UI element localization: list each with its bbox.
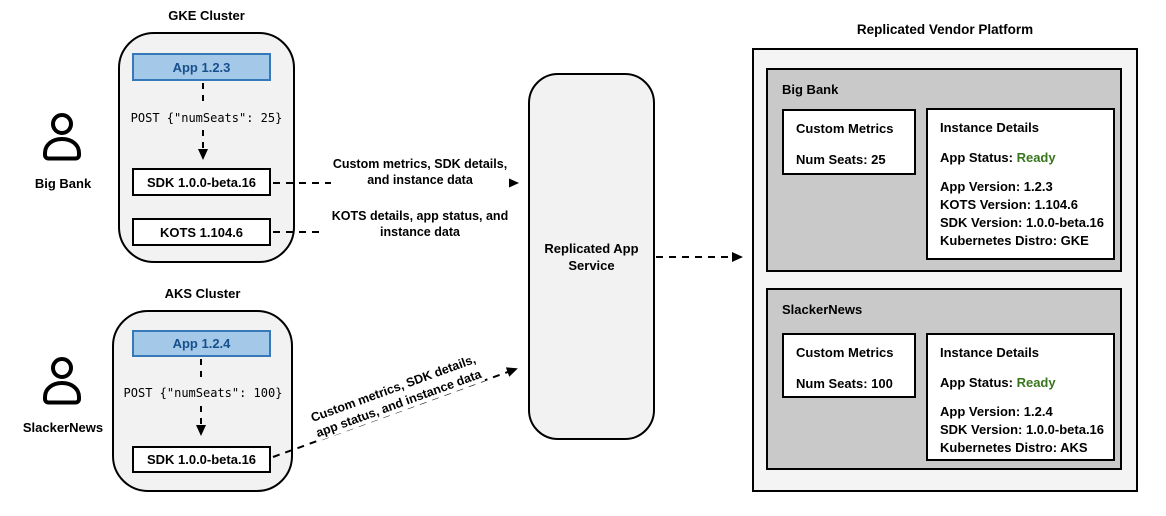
- custom-metrics-title: Custom Metrics: [796, 345, 894, 360]
- aks-cluster-title: AKS Cluster: [164, 286, 241, 301]
- app-status-label: App Status:: [940, 150, 1013, 165]
- customer-panel-slackernews: SlackerNews Custom Metrics Num Seats: 10…: [766, 288, 1122, 470]
- aks-app-box: App 1.2.4: [132, 330, 271, 357]
- big-bank-user-label: Big Bank: [34, 176, 92, 191]
- gke-post-text: POST {"numSeats": 25}: [130, 111, 283, 125]
- gke-app-box: App 1.2.3: [132, 53, 271, 81]
- instance-details-box: Instance Details App Status: Ready App V…: [926, 333, 1115, 461]
- detail-line: SDK Version: 1.0.0-beta.16: [940, 422, 1105, 437]
- detail-line: SDK Version: 1.0.0-beta.16: [940, 215, 1105, 230]
- app-status-value: Ready: [1016, 150, 1056, 165]
- detail-line: KOTS Version: 1.104.6: [940, 197, 1079, 212]
- num-seats-value: Num Seats: 25: [796, 152, 886, 167]
- custom-metrics-title: Custom Metrics: [796, 121, 894, 136]
- detail-line: Kubernetes Distro: GKE: [940, 233, 1089, 248]
- gke-kots-flow-label: KOTS details, app status, and instance d…: [320, 208, 520, 240]
- slackernews-person-icon: [39, 356, 85, 412]
- aks-post-text: POST {"numSeats": 100}: [123, 386, 283, 400]
- gke-cluster-title: GKE Cluster: [168, 8, 245, 23]
- instance-details-lines: App Version: 1.2.3 KOTS Version: 1.104.6…: [940, 178, 1113, 250]
- aks-sdk-flow-label: Custom metrics, SDK details, app status,…: [306, 350, 486, 442]
- instance-details-title: Instance Details: [940, 345, 1039, 360]
- gke-sdk-box: SDK 1.0.0-beta.16: [132, 168, 271, 196]
- app-status-line: App Status: Ready: [940, 375, 1113, 390]
- customer-name: Big Bank: [782, 82, 839, 97]
- app-status-label: App Status:: [940, 375, 1013, 390]
- custom-metrics-box: Custom Metrics Num Seats: 25: [782, 109, 916, 175]
- instance-details-title: Instance Details: [940, 120, 1039, 135]
- detail-line: App Version: 1.2.3: [940, 179, 1053, 194]
- num-seats-value: Num Seats: 100: [796, 376, 893, 391]
- app-status-line: App Status: Ready: [940, 150, 1113, 165]
- gke-sdk-flow-label: Custom metrics, SDK details, and instanc…: [331, 156, 509, 188]
- customer-panel-big-bank: Big Bank Custom Metrics Num Seats: 25 In…: [766, 68, 1122, 272]
- detail-line: Kubernetes Distro: AKS: [940, 440, 1088, 455]
- aks-sdk-box: SDK 1.0.0-beta.16: [132, 446, 271, 473]
- instance-details-box: Instance Details App Status: Ready App V…: [926, 108, 1115, 260]
- app-status-value: Ready: [1016, 375, 1056, 390]
- replicated-app-service-box: Replicated App Service: [528, 73, 655, 440]
- big-bank-person-icon: [39, 112, 85, 168]
- slackernews-user-label: SlackerNews: [22, 420, 104, 435]
- detail-line: App Version: 1.2.4: [940, 404, 1053, 419]
- vendor-platform-title: Replicated Vendor Platform: [856, 22, 1034, 37]
- custom-metrics-box: Custom Metrics Num Seats: 100: [782, 333, 916, 398]
- customer-name: SlackerNews: [782, 302, 863, 317]
- gke-kots-box: KOTS 1.104.6: [132, 218, 271, 246]
- instance-details-lines: App Version: 1.2.4 SDK Version: 1.0.0-be…: [940, 403, 1113, 457]
